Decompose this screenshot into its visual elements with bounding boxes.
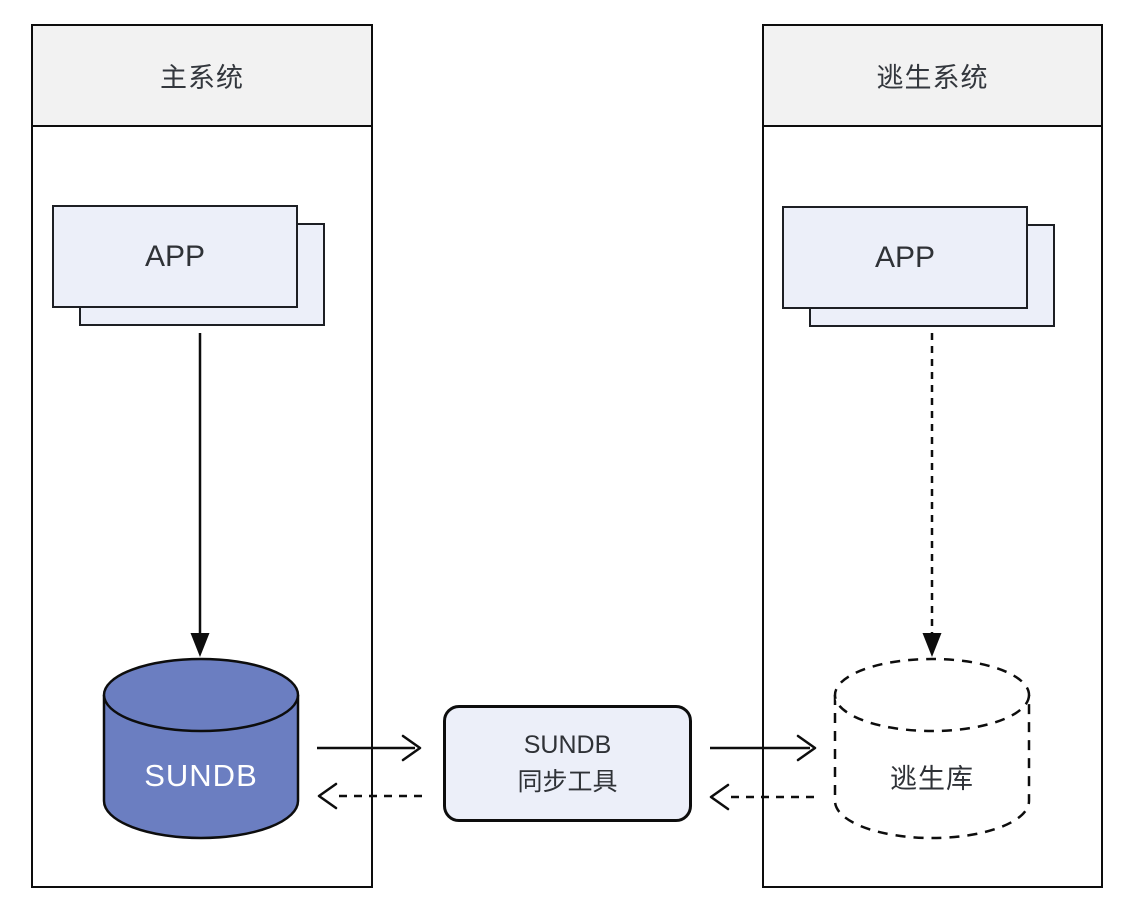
sync-tool-box: SUNDB 同步工具 [443, 705, 692, 822]
escape-app-label: APP [874, 240, 936, 274]
escape-db-label: 逃生库 [890, 764, 974, 794]
arrowhead-escape-db-to-sync-icon [709, 783, 730, 811]
sync-tool-label-line1: SUNDB [523, 731, 612, 760]
sync-tool-label-line2: 同步工具 [517, 767, 618, 796]
sundb-label: SUNDB [144, 758, 258, 793]
escape-app-box: APP [782, 206, 1028, 309]
main-app-box: APP [52, 205, 298, 308]
arrowhead-sundb-to-sync-icon [401, 734, 422, 762]
main-system-title: 主系统 [33, 26, 371, 127]
main-app-label: APP [144, 239, 206, 273]
escape-system-title: 逃生系统 [764, 26, 1101, 127]
